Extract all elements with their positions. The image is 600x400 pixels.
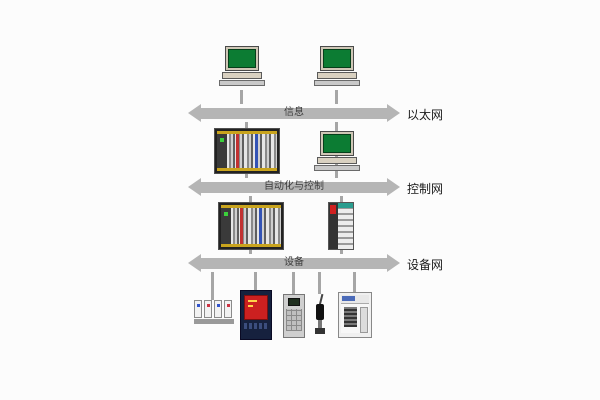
terminal-block: [224, 300, 232, 318]
controller-cpu: [329, 203, 338, 249]
monitor-icon: [320, 131, 354, 156]
plc-rack-1-icon: [214, 128, 280, 174]
connector-line: [211, 272, 214, 300]
connector-line: [254, 272, 257, 290]
device-network-label: 设备网: [407, 258, 444, 272]
terminal-block: [204, 300, 212, 318]
rack-frame: [217, 131, 277, 171]
arrow-right-head-icon: [387, 178, 400, 196]
bus-body: 信息: [201, 107, 387, 119]
module-accent: [236, 134, 240, 168]
keyboard-icon: [219, 80, 265, 86]
drive-vent: [344, 307, 357, 327]
hmi-panel-icon: [240, 290, 272, 340]
drive-label-strip: [341, 295, 369, 304]
arrow-right-head-icon: [387, 254, 400, 272]
module-accent: [259, 208, 263, 244]
connector-line: [353, 272, 356, 292]
io-terminal-blocks-icon: [194, 300, 234, 324]
terminal-block: [214, 300, 222, 318]
monitor-icon: [225, 46, 259, 71]
bus-body: 设备: [201, 257, 387, 269]
cpu-module: [217, 134, 227, 168]
terminal-block: [194, 300, 202, 318]
monitor-icon: [320, 46, 354, 71]
screen: [323, 49, 351, 68]
ethernet-bus-arrow: 信息: [188, 104, 400, 122]
cpu-module: [221, 208, 231, 244]
workstation-2-icon: [313, 46, 361, 86]
module-accent: [240, 208, 244, 244]
controller-top-strip: [338, 203, 353, 208]
keypad-buttons: [286, 309, 302, 331]
drive-unit-icon: [338, 292, 372, 338]
control-network-bus-arrow: 自动化与控制: [188, 178, 400, 196]
drive-panel: [360, 307, 368, 333]
plug-tip: [318, 320, 322, 328]
control-network-label: 控制网: [407, 182, 444, 196]
screen: [323, 134, 351, 153]
keypad-screen: [288, 298, 300, 306]
bus-label: 自动化与控制: [264, 181, 324, 192]
arrow-right-head-icon: [387, 104, 400, 122]
connector-line: [335, 90, 338, 104]
arrow-left-head-icon: [188, 254, 201, 272]
bus-label: 设备: [284, 257, 304, 268]
bus-body: 自动化与控制: [201, 181, 387, 193]
din-rail: [194, 319, 234, 324]
bus-label: 信息: [284, 107, 304, 118]
connector-line: [318, 272, 321, 294]
terminal-row: [194, 300, 234, 318]
controller-slots: [338, 203, 353, 249]
ethernet-network-label: 以太网: [407, 108, 444, 122]
plug-base: [315, 328, 325, 334]
status-light: [330, 205, 336, 214]
operator-station-icon: [313, 131, 361, 171]
hmi-screen: [244, 295, 268, 320]
rack-frame: [221, 205, 281, 247]
hmi-keys: [244, 322, 268, 330]
plug-body: [316, 304, 324, 320]
keyboard-icon: [314, 165, 360, 171]
connector-line: [292, 272, 295, 294]
module-accent: [255, 134, 259, 168]
computer-case: [222, 72, 262, 79]
arrow-left-head-icon: [188, 104, 201, 122]
arrow-left-head-icon: [188, 178, 201, 196]
computer-case: [317, 72, 357, 79]
drive-body: [341, 304, 369, 333]
workstation-1-icon: [218, 46, 266, 86]
connector-plug-icon: [311, 293, 329, 336]
connector-line: [240, 90, 243, 104]
screen: [228, 49, 256, 68]
controller-module-icon: [328, 202, 354, 250]
computer-case: [317, 157, 357, 164]
device-network-bus-arrow: 设备: [188, 254, 400, 272]
plc-rack-2-icon: [218, 202, 284, 250]
handheld-keypad-icon: [283, 294, 305, 338]
keyboard-icon: [314, 80, 360, 86]
